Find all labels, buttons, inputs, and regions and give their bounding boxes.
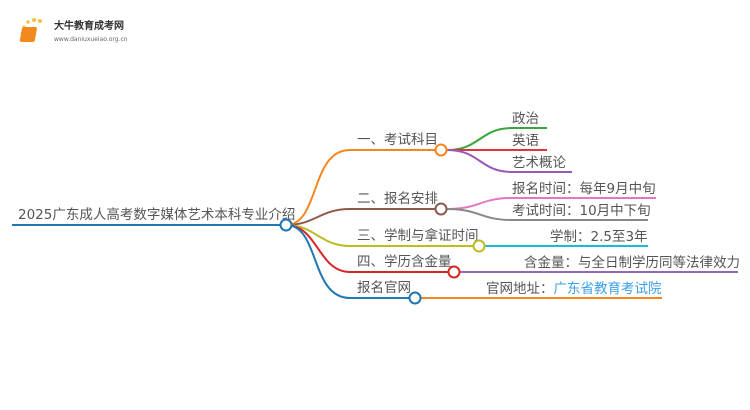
leaf-line — [446, 208, 648, 221]
book-icon — [19, 18, 42, 42]
website-prefix: 官网地址： — [486, 281, 554, 297]
leaf-exam-time[interactable]: 考试时间：10月中下旬 — [512, 203, 651, 219]
branch-5-label[interactable]: 报名官网 — [357, 280, 411, 296]
leaf-duration[interactable]: 学制：2.5至3年 — [550, 229, 648, 245]
branch-1-label[interactable]: 一、考试科目 — [357, 132, 438, 148]
logo-url: www.daniuxueiao.org.cn — [54, 36, 128, 43]
leaf-politics[interactable]: 政治 — [512, 111, 539, 127]
branch-2-node[interactable] — [434, 202, 448, 216]
branch-4-node[interactable] — [447, 265, 461, 279]
branch-3-label[interactable]: 三、学制与拿证时间 — [357, 227, 479, 244]
leaf-registration-time[interactable]: 报名时间：每年9月中旬 — [512, 181, 656, 197]
leaf-website: 官网地址：广东省教育考试院 — [486, 281, 662, 297]
logo: 大牛教育成考网 www.daniuxueiao.org.cn — [19, 18, 128, 43]
branch-4-label[interactable]: 四、学历含金量 — [357, 254, 452, 270]
branch-5-line — [285, 224, 415, 299]
leaf-value[interactable]: 含金量：与全日制学历同等法律效力 — [524, 254, 740, 271]
leaf-art-theory[interactable]: 艺术概论 — [512, 155, 566, 171]
leaf-english[interactable]: 英语 — [512, 132, 539, 149]
root-label[interactable]: 2025广东成人高考数字媒体艺术本科专业介绍 — [18, 206, 295, 223]
root-node[interactable] — [279, 218, 293, 232]
branch-1-node[interactable] — [434, 143, 448, 157]
branch-1-line — [285, 149, 441, 226]
leaf-line — [446, 149, 572, 173]
branch-2-line — [285, 208, 441, 226]
branch-3-node[interactable] — [472, 239, 486, 253]
logo-name: 大牛教育成考网 — [54, 19, 124, 32]
website-link[interactable]: 广东省教育考试院 — [554, 281, 662, 297]
branch-2-label[interactable]: 二、报名安排 — [357, 191, 438, 207]
branch-5-node[interactable] — [408, 291, 422, 305]
